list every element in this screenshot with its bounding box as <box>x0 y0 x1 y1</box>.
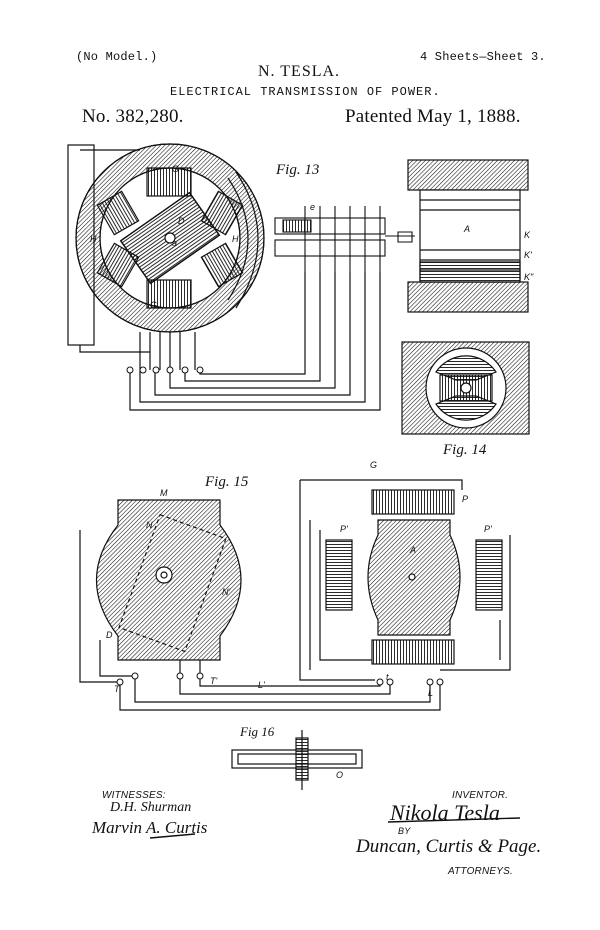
witness-signature-2: Marvin A. Curtis <box>92 818 208 837</box>
label-p: P <box>462 494 469 504</box>
label-h-right: H <box>232 234 239 244</box>
inventor-heading: N. TESLA. <box>258 63 341 80</box>
label-g15: G <box>370 460 378 470</box>
fig16-caption: Fig 16 <box>240 724 275 739</box>
fig14-drawing <box>401 341 530 435</box>
label-h-left: H <box>90 234 97 244</box>
inventor-signature: Nikola Tesla <box>390 800 500 825</box>
label-l1: L' <box>258 680 265 690</box>
label-k: K <box>524 230 531 240</box>
fig15-generator <box>299 479 511 681</box>
label-generator-a: A <box>464 224 471 234</box>
fig13-generator <box>407 159 529 313</box>
label-p1-left: P' <box>340 524 348 534</box>
label-t1: T' <box>210 676 218 686</box>
fig13-motor <box>67 143 381 411</box>
label-e: e <box>310 202 316 212</box>
patent-number: No. 382,280. <box>82 106 184 127</box>
label-n: N <box>146 520 153 530</box>
label-a15: A <box>410 545 417 555</box>
fig14-caption: Fig. 14 <box>443 442 487 458</box>
by-label: BY <box>398 826 411 836</box>
attorneys-signature: Duncan, Curtis & Page. <box>356 836 542 857</box>
label-t-small: t <box>386 672 389 682</box>
label-d15: D <box>106 630 113 640</box>
no-model-note: (No Model.) <box>76 50 158 64</box>
witnesses-label: WITNESSES: <box>102 790 166 801</box>
signature-strokes <box>149 817 521 839</box>
fig16-drawing <box>231 730 363 790</box>
label-a: a <box>172 238 178 248</box>
attorneys-label: ATTORNEYS. <box>448 866 513 877</box>
label-l: L <box>428 688 434 698</box>
fig15-motor <box>79 499 441 711</box>
sheet-number: 4 Sheets—Sheet 3. <box>420 50 546 64</box>
fig13-commutator <box>274 206 415 272</box>
fig15-caption: Fig. 15 <box>205 474 249 490</box>
label-k1: K' <box>524 250 532 260</box>
label-g-top: G <box>172 164 180 174</box>
label-k2: K" <box>524 272 534 282</box>
label-p1-right: P' <box>484 524 492 534</box>
label-m: M <box>160 488 168 498</box>
label-d: D <box>178 216 185 226</box>
label-g-bottom: G <box>150 300 158 310</box>
witness-signature-1: D.H. Shurman <box>110 800 192 815</box>
label-t: T <box>114 684 120 694</box>
label-n1: N' <box>222 587 231 597</box>
patent-title: ELECTRICAL TRANSMISSION OF POWER. <box>170 85 441 99</box>
label-o: O <box>336 770 344 780</box>
patent-date: Patented May 1, 1888. <box>345 106 521 127</box>
fig13-caption: Fig. 13 <box>276 162 320 178</box>
inventor-label: INVENTOR. <box>452 790 509 801</box>
